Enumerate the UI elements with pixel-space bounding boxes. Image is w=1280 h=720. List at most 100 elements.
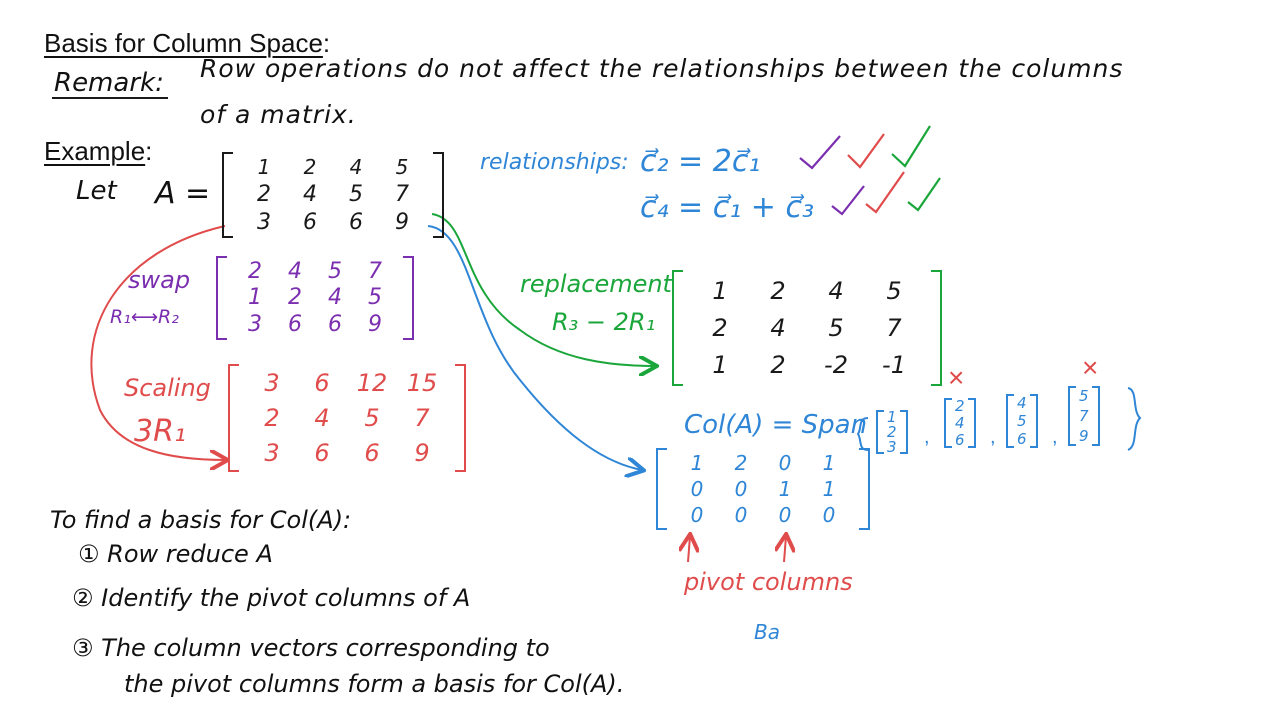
swap-matrix-cell: 5 bbox=[328, 258, 342, 284]
replacement-matrix: 1 2 4 5 2 4 5 7 1 2 -2 -1 bbox=[672, 270, 942, 386]
swap-matrix-cell: 4 bbox=[288, 258, 302, 284]
swap-matrix-cell: 7 bbox=[368, 258, 382, 284]
step-3: ③ The column vectors corresponding to bbox=[72, 634, 550, 662]
brace-right bbox=[1127, 387, 1142, 451]
replacement-label: replacement bbox=[520, 270, 672, 298]
swap-matrix-cell: 2 bbox=[248, 258, 262, 284]
remark-line-2: of a matrix. bbox=[200, 100, 357, 129]
scaling-matrix-cell: 6 bbox=[364, 438, 380, 467]
step-1: ① Row reduce A bbox=[78, 540, 273, 568]
example-heading: Example: bbox=[44, 136, 153, 166]
matrix-a-cell: 4 bbox=[303, 181, 317, 207]
swap-matrix-cell: 6 bbox=[288, 312, 302, 338]
cross-mark-icon: × bbox=[948, 362, 965, 393]
matrix-a-cell: 5 bbox=[395, 155, 409, 180]
swap-matrix: 2 4 5 7 1 2 4 5 3 6 6 9 bbox=[216, 256, 414, 340]
span-vector-entry: 2 bbox=[955, 397, 965, 416]
span-vector-entry: 7 bbox=[1079, 407, 1089, 425]
span-vector-4: 5 7 9 bbox=[1068, 386, 1100, 446]
partial-note: Ba bbox=[754, 620, 780, 644]
scaling-matrix-cell: 15 bbox=[406, 369, 438, 398]
scaling-matrix-cell: 12 bbox=[356, 369, 388, 398]
rref-matrix-cell: 0 bbox=[734, 477, 748, 501]
rref-matrix-cell: 0 bbox=[690, 477, 704, 501]
span-vector-2: 2 4 6 bbox=[944, 398, 976, 448]
step-2: ② Identify the pivot columns of A bbox=[72, 584, 470, 612]
span-vector-entry: 2 bbox=[887, 422, 897, 441]
replacement-matrix-cell: 2 bbox=[770, 351, 786, 380]
replacement-matrix-cell: 1 bbox=[712, 351, 728, 380]
span-vector-entry: 6 bbox=[955, 430, 965, 449]
check-green-1 bbox=[891, 125, 931, 168]
relationship-eq-1: c⃗₂ = 2c⃗₁ bbox=[640, 144, 761, 179]
span-vector-entry: 5 bbox=[1017, 412, 1027, 430]
span-vector-entry: 1 bbox=[887, 408, 897, 427]
matrix-a-cell: 1 bbox=[257, 155, 271, 180]
check-purple-1 bbox=[799, 135, 841, 170]
step-3-continuation: the pivot columns form a basis for Col(A… bbox=[124, 670, 625, 698]
replacement-matrix-cell: -1 bbox=[882, 351, 906, 380]
swap-label: swap bbox=[128, 266, 191, 294]
step-text: Identify the pivot columns of A bbox=[101, 584, 471, 612]
rref-matrix-cell: 1 bbox=[778, 477, 792, 501]
arrow-to-rref bbox=[427, 225, 642, 470]
matrix-a-cell: 5 bbox=[349, 181, 363, 207]
replacement-matrix-cell: -2 bbox=[824, 351, 848, 380]
relationship-eq-2: c⃗₄ = c⃗₁ + c⃗₃ bbox=[640, 190, 814, 225]
matrix-a-cell: 6 bbox=[349, 209, 363, 235]
arrow-to-scaling bbox=[90, 225, 226, 460]
swap-matrix-cell: 5 bbox=[368, 285, 382, 311]
swap-matrix-cell: 6 bbox=[328, 312, 342, 338]
scaling-matrix: 3 6 12 15 2 4 5 7 3 6 6 9 bbox=[228, 364, 466, 472]
steps-heading: To find a basis for Col(A): bbox=[50, 506, 352, 534]
scaling-matrix-cell: 7 bbox=[414, 403, 430, 432]
rref-matrix-cell: 1 bbox=[822, 451, 836, 475]
rref-matrix-cell: 1 bbox=[822, 477, 836, 501]
arrow-to-replacement bbox=[431, 213, 655, 366]
let-label: Let bbox=[76, 176, 117, 206]
span-vector-entry: 5 bbox=[1079, 387, 1089, 405]
replacement-matrix-cell: 1 bbox=[712, 276, 728, 305]
check-purple-2 bbox=[831, 185, 865, 216]
matrix-a: 1 2 4 5 2 4 5 7 3 6 6 9 bbox=[222, 152, 444, 238]
swap-matrix-cell: 2 bbox=[288, 285, 302, 311]
replacement-matrix-cell: 4 bbox=[770, 313, 786, 342]
step-number: ① bbox=[78, 540, 100, 568]
span-vector-entry: 3 bbox=[887, 437, 897, 456]
matrix-a-cell: 3 bbox=[257, 209, 271, 235]
scaling-matrix-cell: 3 bbox=[264, 438, 280, 467]
matrix-a-cell: 7 bbox=[395, 181, 409, 207]
swap-op: R₁⟷R₂ bbox=[110, 306, 179, 328]
swap-matrix-cell: 9 bbox=[368, 312, 382, 338]
swap-matrix-cell: 3 bbox=[248, 312, 262, 338]
relationships-label: relationships: bbox=[480, 150, 629, 175]
scaling-label: Scaling bbox=[124, 374, 211, 402]
rref-matrix-cell: 0 bbox=[734, 503, 748, 527]
span-vector-1: 1 2 3 bbox=[876, 410, 908, 454]
matrix-name: A = bbox=[155, 176, 211, 211]
span-vector-entry: 4 bbox=[955, 413, 965, 432]
remark-label: Remark: bbox=[54, 68, 164, 98]
check-red-1 bbox=[847, 133, 885, 169]
pivot-columns-label: pivot columns bbox=[684, 568, 853, 596]
remark-line-1: Row operations do not affect the relatio… bbox=[200, 54, 1124, 83]
scaling-matrix-cell: 9 bbox=[414, 438, 430, 467]
scaling-op: 3R₁ bbox=[134, 414, 186, 449]
replacement-op: R₃ − 2R₁ bbox=[552, 308, 656, 336]
brace-left bbox=[856, 417, 869, 451]
step-number: ③ bbox=[72, 634, 94, 662]
matrix-a-cell: 9 bbox=[395, 209, 409, 235]
swap-matrix-cell: 1 bbox=[248, 285, 262, 311]
replacement-matrix-cell: 5 bbox=[886, 276, 902, 305]
matrix-a-cell: 4 bbox=[349, 155, 363, 180]
rref-matrix: 1 2 0 1 0 0 1 1 0 0 0 0 bbox=[656, 448, 870, 530]
span-vector-entry: 4 bbox=[1017, 394, 1027, 412]
replacement-matrix-cell: 2 bbox=[712, 313, 728, 342]
matrix-a-cell: 2 bbox=[257, 181, 271, 207]
step-number: ② bbox=[72, 584, 94, 612]
step-text: The column vectors corresponding to bbox=[101, 634, 550, 662]
rref-matrix-cell: 0 bbox=[822, 503, 836, 527]
rref-matrix-cell: 2 bbox=[734, 451, 748, 475]
check-red-2 bbox=[865, 171, 905, 214]
col-a-span-label: Col(A) = Span bbox=[684, 410, 868, 440]
